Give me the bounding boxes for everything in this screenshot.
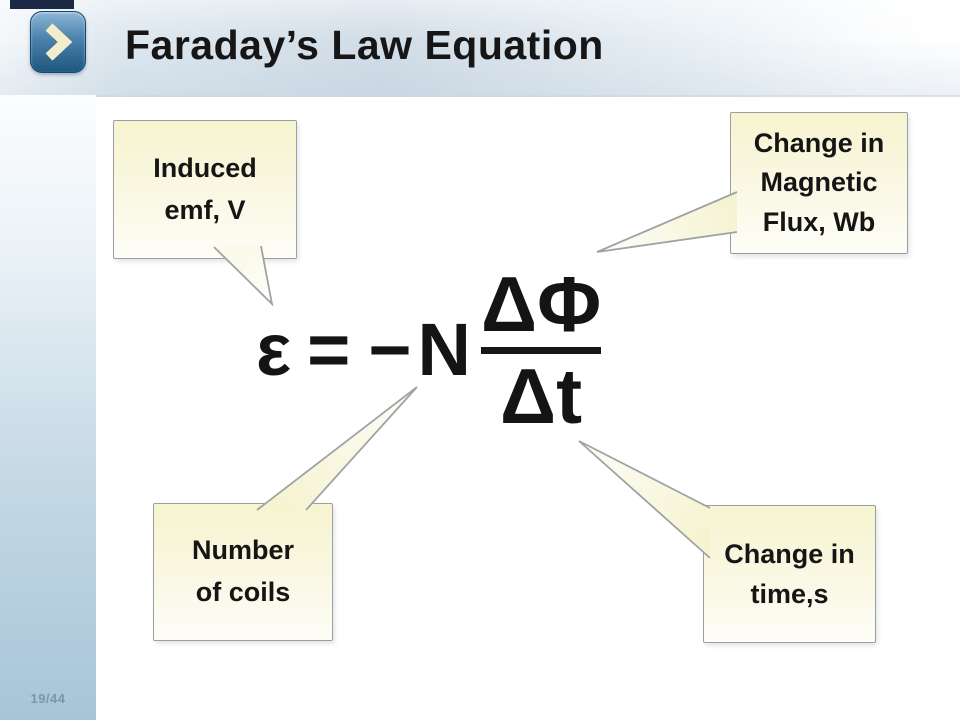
callout-induced-emf: Induced emf, V <box>113 120 297 259</box>
callout-magnetic-flux: Change in Magnetic Flux, Wb <box>730 112 908 254</box>
slide-header: Faraday’s Law Equation <box>0 0 960 97</box>
callout-line: time,s <box>750 579 829 609</box>
faraday-equation: ε = −N ΔΦ Δt <box>256 259 602 440</box>
callout-line: Change in <box>724 538 855 569</box>
callout-tail-change-in-time <box>578 440 711 559</box>
equation-denominator: Δt <box>500 352 583 440</box>
callout-line: of coils <box>195 577 291 607</box>
callout-tail-magnetic-flux <box>596 191 738 253</box>
equation-fraction: ΔΦ Δt <box>481 259 602 440</box>
callout-line: Induced <box>153 152 257 183</box>
chevron-right-glyph <box>45 23 73 61</box>
callout-line: Magnetic <box>760 167 878 198</box>
top-strip-decoration <box>10 0 74 9</box>
callout-line: Number <box>191 535 294 566</box>
callout-change-in-time: Change in time,s <box>703 505 876 643</box>
equation-equals-sign: = <box>307 308 351 391</box>
callout-line: Change in <box>753 128 885 159</box>
chevron-right-icon <box>30 11 86 73</box>
equation-coefficient: −N <box>368 308 477 391</box>
slide-title: Faraday’s Law Equation <box>125 22 604 68</box>
sidebar-gradient: 19/44 <box>0 95 96 720</box>
equation-emf-symbol: ε <box>256 308 292 391</box>
equation-numerator: ΔΦ <box>481 259 602 348</box>
callout-line: Flux, Wb <box>762 206 876 237</box>
fraction-bar <box>481 347 602 354</box>
callout-line: emf, V <box>164 194 246 225</box>
page-indicator: 19/44 <box>30 691 66 706</box>
callout-number-of-coils: Number of coils <box>153 503 333 641</box>
